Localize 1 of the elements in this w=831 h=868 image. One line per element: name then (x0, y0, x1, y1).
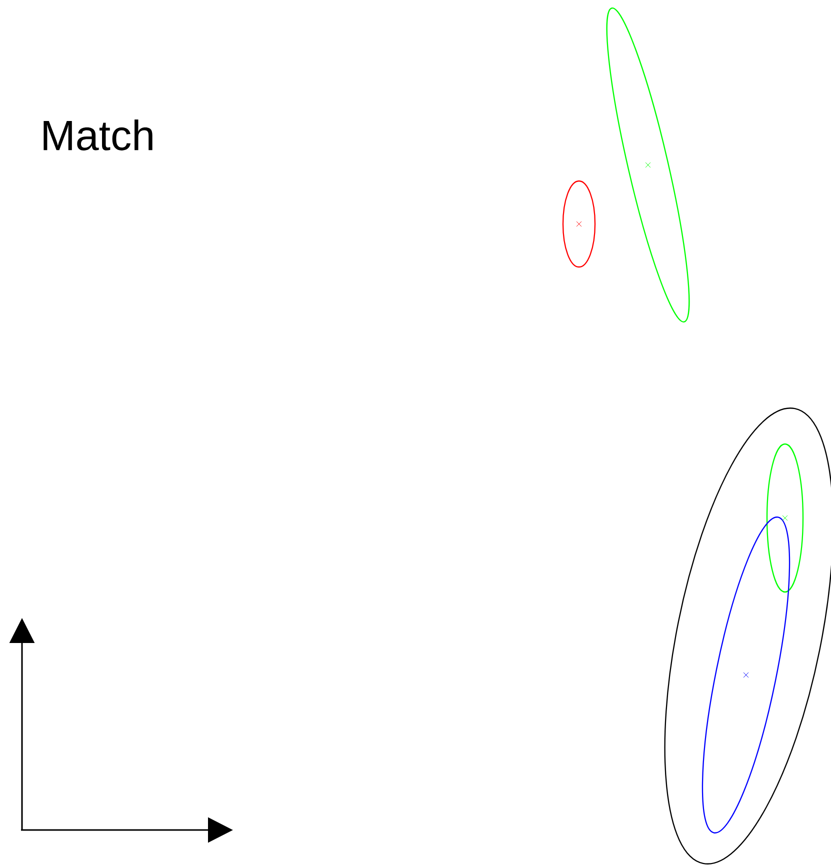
title: Match (44, 120, 152, 150)
